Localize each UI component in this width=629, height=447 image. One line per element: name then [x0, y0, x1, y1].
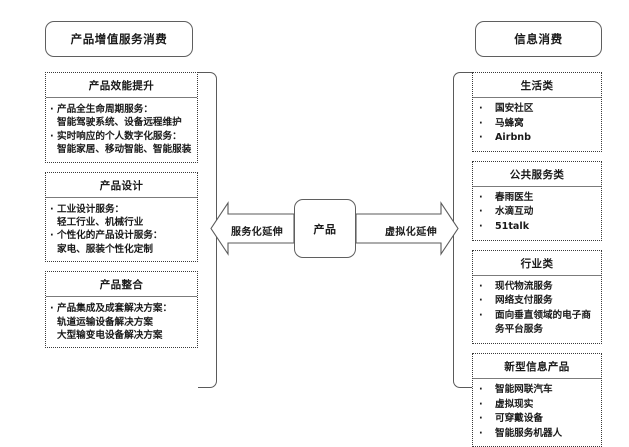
bullet-dot-icon: ·	[479, 398, 483, 410]
item-head-text: 产品集成及成套解决方案：	[57, 303, 173, 315]
bullet-dot-icon: ·	[50, 230, 54, 242]
list-item: · 可穿戴设备	[479, 412, 598, 427]
list-item: ·个性化的产品设计服务： 家电、服装个性化定制	[50, 229, 194, 256]
card-title: 行业类	[473, 251, 601, 276]
list-item: · 现代物流服务	[479, 280, 598, 295]
list-item: ·产品集成及成套解决方案： 轨道运输设备解决方案 大型输变电设备解决方案	[50, 302, 194, 342]
list-item-label: 国安社区	[495, 103, 534, 114]
list-item: · 面向垂直领域的电子商务平台服务	[479, 309, 598, 338]
card-life-category: 生活类 · 国安社区 · 马蜂窝 · Airbnb	[472, 72, 602, 152]
card-body: · 智能网联汽车 · 虚拟现实 · 可穿戴设备 · 智能服务机器人	[473, 379, 601, 446]
item-head-text: 个性化的产品设计服务：	[57, 230, 163, 242]
item-head: ·产品集成及成套解决方案：	[50, 302, 194, 315]
list-item-label: Airbnb	[495, 132, 532, 144]
item-head: ·实时响应的个人数字化服务：	[50, 130, 194, 143]
left-column-header-label: 产品增值服务消费	[70, 32, 168, 46]
list-item: ·工业设计服务： 轻工行业、机械行业	[50, 203, 194, 230]
item-head-text: 产品全生命周期服务：	[57, 104, 153, 115]
list-item-label: 智能服务机器人	[495, 427, 563, 439]
right-column-header-box: 信息消费	[475, 21, 602, 57]
right-column: 生活类 · 国安社区 · 马蜂窝 · Airbnb 公共服务类 · 春雨医生 · 水滴互动…	[472, 72, 602, 447]
left-group-bracket	[198, 72, 217, 388]
item-sub: 轻工行业、机械行业	[57, 217, 144, 229]
card-product-integration: 产品整合 ·产品集成及成套解决方案： 轨道运输设备解决方案 大型输变电设备解决方…	[45, 271, 198, 349]
list-item-label: 马蜂窝	[495, 117, 524, 129]
list-item: · 51talk	[479, 220, 598, 235]
right-group-bracket	[453, 72, 472, 388]
card-product-design: 产品设计 ·工业设计服务： 轻工行业、机械行业 ·个性化的产品设计服务： 家电、…	[45, 171, 198, 263]
left-column: 产品效能提升 ·产品全生命周期服务： 智能驾驶系统、设备远程维护 ·实时响应的个…	[45, 72, 198, 349]
card-industry-category: 行业类 · 现代物流服务 · 网络支付服务 · 面向垂直领域的电子商务平台服务	[472, 249, 602, 344]
list-item: · 智能服务机器人	[479, 427, 598, 442]
item-head-text: 实时响应的个人数字化服务：	[57, 130, 182, 142]
left-column-header-box: 产品增值服务消费	[45, 21, 193, 57]
card-title: 公共服务类	[473, 162, 601, 187]
card-body: ·工业设计服务： 轻工行业、机械行业 ·个性化的产品设计服务： 家电、服装个性化…	[46, 198, 197, 262]
card-title: 生活类	[473, 73, 601, 98]
list-item-label: 51talk	[495, 220, 530, 232]
bullet-dot-icon: ·	[479, 280, 483, 292]
card-body: · 国安社区 · 马蜂窝 · Airbnb	[473, 98, 601, 151]
bullet-dot-icon: ·	[479, 191, 483, 203]
card-body: ·产品全生命周期服务： 智能驾驶系统、设备远程维护 ·实时响应的个人数字化服务：…	[46, 98, 197, 162]
bullet-dot-icon: ·	[50, 104, 54, 115]
list-item-label: 网络支付服务	[495, 295, 553, 307]
item-sub: 大型输变电设备解决方案	[57, 330, 163, 342]
bullet-dot-icon: ·	[50, 203, 54, 215]
bullet-dot-icon: ·	[479, 132, 483, 144]
list-item: · 智能网联汽车	[479, 383, 598, 398]
list-item-label: 春雨医生	[495, 191, 534, 203]
card-title: 产品效能提升	[46, 73, 197, 98]
product-center-box: 产品	[294, 199, 356, 258]
bullet-dot-icon: ·	[479, 103, 483, 114]
card-new-information-products: 新型信息产品 · 智能网联汽车 · 虚拟现实 · 可穿戴设备 · 智能服务机器人	[472, 352, 602, 447]
list-item: ·产品全生命周期服务： 智能驾驶系统、设备远程维护	[50, 103, 194, 130]
bullet-dot-icon: ·	[479, 295, 483, 307]
item-head: ·产品全生命周期服务：	[50, 103, 194, 116]
item-head: ·个性化的产品设计服务：	[50, 229, 194, 242]
list-item-label: 智能网联汽车	[495, 383, 553, 395]
item-head-text: 工业设计服务：	[57, 203, 125, 215]
list-item-label: 水滴互动	[495, 206, 534, 218]
card-title: 产品设计	[46, 173, 197, 198]
card-public-service-category: 公共服务类 · 春雨医生 · 水滴互动 · 51talk	[472, 160, 602, 241]
right-arrow-label: 虚拟化延伸	[385, 227, 437, 238]
list-item: · 水滴互动	[479, 205, 598, 220]
bullet-dot-icon: ·	[479, 117, 483, 129]
bullet-dot-icon: ·	[479, 206, 483, 218]
list-item: · 网络支付服务	[479, 294, 598, 309]
list-item: · 马蜂窝	[479, 117, 598, 132]
bullet-dot-icon: ·	[50, 130, 54, 142]
bullet-dot-icon: ·	[50, 303, 54, 315]
list-item: · 虚拟现实	[479, 398, 598, 413]
card-title: 新型信息产品	[473, 354, 601, 379]
list-item-label: 面向垂直领域的电子商务平台服务	[495, 309, 591, 336]
item-sub: 智能驾驶系统、设备远程维护	[57, 117, 182, 129]
list-item: · 春雨医生	[479, 191, 598, 206]
item-sub: 家电、服装个性化定制	[57, 243, 153, 255]
bullet-dot-icon: ·	[479, 427, 483, 439]
card-title: 产品整合	[46, 272, 197, 298]
card-body: · 春雨医生 · 水滴互动 · 51talk	[473, 187, 601, 240]
card-product-efficiency: 产品效能提升 ·产品全生命周期服务： 智能驾驶系统、设备远程维护 ·实时响应的个…	[45, 72, 198, 163]
diagram-canvas: 产品增值服务消费 信息消费 产品效能提升 ·产品全生命周期服务： 智能驾驶系统、…	[45, 21, 602, 447]
bullet-dot-icon: ·	[479, 220, 483, 232]
list-item: · 国安社区	[479, 102, 598, 117]
card-body: ·产品集成及成套解决方案： 轨道运输设备解决方案 大型输变电设备解决方案	[46, 297, 197, 347]
bullet-dot-icon: ·	[479, 413, 483, 425]
right-column-header-label: 信息消费	[514, 32, 563, 46]
bullet-dot-icon: ·	[479, 383, 483, 395]
product-label: 产品	[313, 222, 337, 236]
item-head: ·工业设计服务：	[50, 203, 194, 216]
list-item-label: 虚拟现实	[495, 398, 534, 410]
list-item: · Airbnb	[479, 131, 598, 146]
list-item-label: 现代物流服务	[495, 280, 553, 292]
left-arrow-label: 服务化延伸	[231, 227, 283, 238]
bullet-dot-icon: ·	[479, 309, 483, 321]
list-item-label: 可穿戴设备	[495, 413, 543, 425]
item-sub: 轨道运输设备解决方案	[57, 316, 153, 328]
list-item: ·实时响应的个人数字化服务： 智能家居、移动智能、智能服装	[50, 130, 194, 157]
item-sub: 智能家居、移动智能、智能服装	[57, 144, 192, 156]
card-body: · 现代物流服务 · 网络支付服务 · 面向垂直领域的电子商务平台服务	[473, 276, 601, 343]
